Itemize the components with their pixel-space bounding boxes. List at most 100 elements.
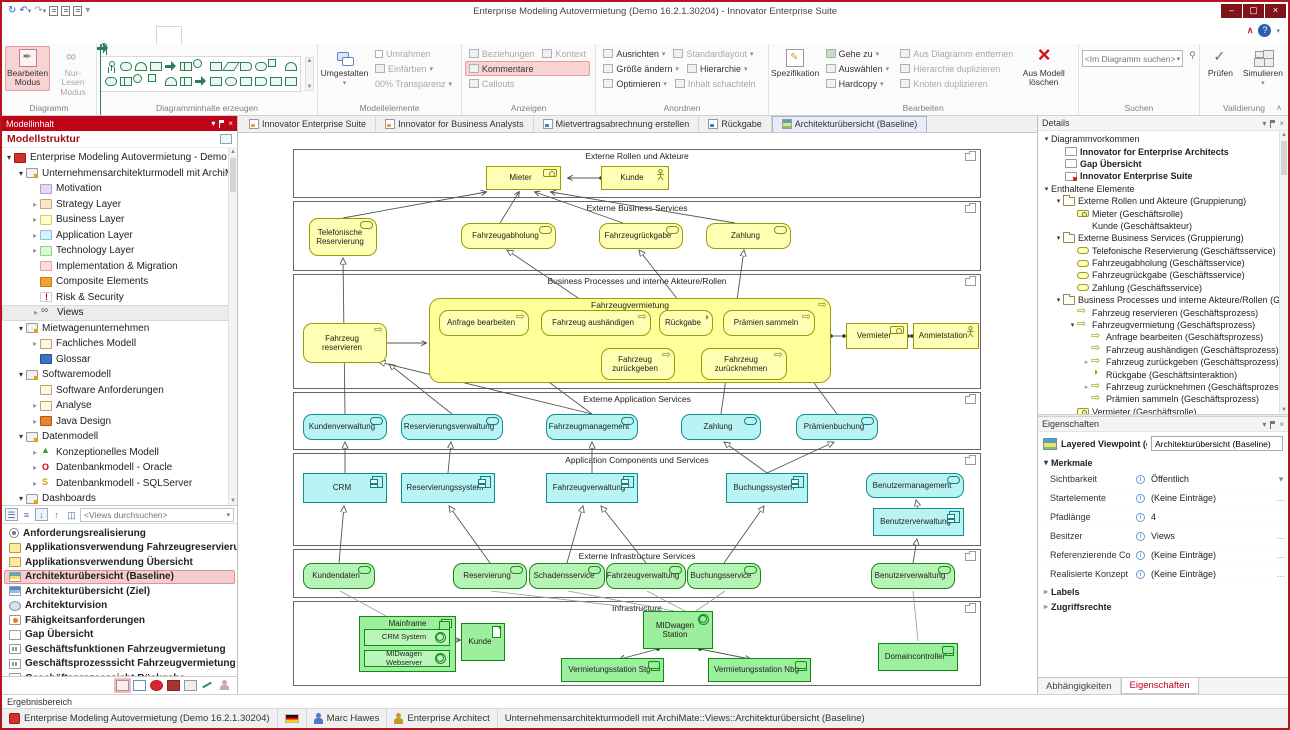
diagram-node[interactable]: MIDwagen Station: [643, 611, 713, 649]
gehe-zu-button[interactable]: Gehe zu: [822, 46, 894, 61]
view-list-item[interactable]: Applikationsverwendung Übersicht: [4, 555, 235, 570]
document-tab[interactable]: Architekturübersicht (Baseline): [771, 116, 928, 132]
report-icon[interactable]: [167, 680, 180, 691]
help-dropdown-icon[interactable]: ▾: [1276, 27, 1280, 35]
tree-item[interactable]: Technology Layer: [2, 243, 237, 259]
tree-item[interactable]: Datenmodell: [2, 429, 237, 445]
tree-item[interactable]: Motivation: [2, 181, 237, 197]
tree-item[interactable]: Views: [2, 305, 237, 321]
expander-icon[interactable]: [16, 324, 26, 333]
expander-icon[interactable]: [30, 339, 40, 348]
kommentare-button[interactable]: Kommentare: [464, 61, 590, 76]
document-tab[interactable]: Mietvertragsabrechnung erstellen: [534, 116, 700, 132]
diagram-node[interactable]: Fahrzeugverwaltung: [546, 473, 638, 503]
expander-icon[interactable]: [30, 417, 40, 426]
diagram-node[interactable]: Fahrzeug aushändigen: [541, 310, 651, 336]
zugriffsrechte-section[interactable]: Zugriffsrechte: [1038, 599, 1288, 614]
expander-icon[interactable]: [30, 401, 40, 410]
redo-icon[interactable]: ↷▾: [34, 4, 47, 16]
property-value[interactable]: Öffentlich: [1151, 474, 1189, 484]
callouts-button[interactable]: Callouts: [465, 76, 590, 91]
tree-item[interactable]: Strategy Layer: [2, 197, 237, 213]
details-tree-item[interactable]: Rückgabe (Geschäftsinteraktion): [1040, 367, 1288, 380]
details-tree-item[interactable]: Externe Business Services (Gruppierung): [1040, 231, 1288, 244]
quickaccess-more-icon[interactable]: ▾: [85, 5, 91, 16]
panel-splitter[interactable]: [1038, 414, 1288, 417]
expander-icon[interactable]: [16, 370, 26, 379]
optimieren-button[interactable]: Optimieren: [599, 76, 671, 91]
tree-item[interactable]: Fachliches Modell: [2, 336, 237, 352]
diagram-node[interactable]: Kundenverwaltung: [303, 414, 387, 440]
diagram-node[interactable]: Fahrzeugabholung: [461, 223, 556, 249]
view-list-item[interactable]: Architekturvision: [4, 599, 235, 614]
expander-icon[interactable]: [30, 448, 40, 457]
shape-tool[interactable]: [193, 74, 208, 89]
tree-item[interactable]: Java Design: [2, 414, 237, 430]
details-tree-item[interactable]: Diagrammvorkommen: [1040, 133, 1288, 145]
diagram-search-combo[interactable]: ▾: [1081, 50, 1184, 67]
diagram-search-input[interactable]: [1084, 53, 1177, 64]
shape-tool[interactable]: [146, 72, 157, 83]
diagram-node[interactable]: Reservierung: [453, 563, 527, 589]
expander-icon[interactable]: [30, 215, 40, 224]
auswaehlen-button[interactable]: Auswählen: [822, 61, 894, 76]
diagram-node[interactable]: Anfrage bearbeiten: [439, 310, 529, 336]
tree-item[interactable]: Mietwagenunternehmen: [2, 321, 237, 337]
undo-icon[interactable]: ↶▾: [19, 4, 32, 16]
diagram-node[interactable]: Fahrzeug reservieren: [303, 323, 387, 363]
shape-tool[interactable]: [268, 74, 283, 89]
diagram-node[interactable]: Domaincontroller: [878, 643, 958, 671]
diagram-node[interactable]: Fahrzeug zurücknehmen: [701, 348, 787, 380]
property-value[interactable]: 4: [1151, 512, 1157, 522]
property-value[interactable]: (Keine Einträge): [1151, 493, 1217, 503]
details-tree-item[interactable]: Fahrzeug reservieren (Geschäftsprozess): [1040, 304, 1288, 318]
property-more-button[interactable]: ▾: [1278, 473, 1284, 484]
diagram-canvas[interactable]: Externe Rollen und Akteure Externe Busin…: [238, 133, 1037, 694]
tree-item[interactable]: Dashboards: [2, 491, 237, 505]
minimize-button[interactable]: –: [1221, 4, 1242, 18]
diagram-node[interactable]: Buchungssystem: [726, 473, 808, 503]
spezifikation-button[interactable]: Spezifikation: [771, 46, 819, 81]
shape-tool[interactable]: [208, 74, 223, 89]
shape-tool[interactable]: [253, 59, 268, 74]
knoten-duplizieren-button[interactable]: Knoten duplizieren: [896, 76, 1017, 91]
shape-tool[interactable]: [178, 74, 193, 89]
hardcopy-button[interactable]: Hardcopy: [822, 76, 894, 91]
diagram-node[interactable]: Anmietstation: [913, 323, 979, 349]
tree-item[interactable]: Business Layer: [2, 212, 237, 228]
maximize-button[interactable]: ▢: [1243, 4, 1264, 18]
bottom-tab[interactable]: Abhängigkeiten: [1038, 678, 1121, 694]
groesse-aendern-button[interactable]: Größe ändern: [599, 61, 683, 76]
expander-icon[interactable]: [1042, 135, 1051, 143]
view-list-item[interactable]: Geschäftsprozesssicht Rückgabe: [4, 671, 235, 676]
details-tree-item[interactable]: Vermieter (Geschäftsrolle): [1040, 406, 1288, 414]
diagram-node[interactable]: Prämien sammeln: [723, 310, 815, 336]
details-tree-item[interactable]: Kunde (Geschäftsakteur): [1040, 220, 1288, 232]
status-language[interactable]: [278, 709, 307, 728]
view-list-item[interactable]: Architekturübersicht (Ziel): [4, 584, 235, 599]
tree-item[interactable]: Software Anforderungen: [2, 383, 237, 399]
mail-icon[interactable]: [184, 680, 197, 691]
details-tree-item[interactable]: Mieter (Geschäftsrolle): [1040, 207, 1288, 219]
details-tree-item[interactable]: Prämien sammeln (Geschäftsprozess): [1040, 391, 1288, 405]
chart-icon[interactable]: [150, 680, 163, 691]
views-search-input[interactable]: [84, 509, 227, 520]
details-tree-item[interactable]: Fahrzeugabholung (Geschäftsservice): [1040, 257, 1288, 269]
details-tree-item[interactable]: Innovator Enterprise Suite: [1040, 170, 1288, 182]
aus-modell-loeschen-button[interactable]: Aus Modell löschen: [1020, 43, 1067, 91]
info-icon[interactable]: [1136, 493, 1145, 503]
chevron-down-icon[interactable]: ▾: [226, 511, 230, 519]
shape-tool[interactable]: [193, 59, 202, 68]
document-tab[interactable]: Innovator for Business Analysts: [376, 116, 534, 132]
view-list-item[interactable]: Geschäftsfunktionen Fahrzeugvermietung: [4, 642, 235, 657]
tree-item[interactable]: Konzeptionelles Modell: [2, 445, 237, 461]
result-area-bar[interactable]: Ergebnisbereich: [2, 694, 1288, 708]
info-icon[interactable]: [1136, 550, 1145, 560]
info-icon[interactable]: [1136, 474, 1145, 484]
shape-tool[interactable]: [103, 59, 118, 74]
diagram-node[interactable]: Reservierungsverwaltung: [401, 414, 503, 440]
diagram-node[interactable]: Fahrzeug zurückgeben: [601, 348, 675, 380]
shape-tool[interactable]: [148, 59, 163, 74]
copy-icon[interactable]: [49, 6, 59, 16]
tree-view-icon[interactable]: ☰: [5, 508, 18, 521]
